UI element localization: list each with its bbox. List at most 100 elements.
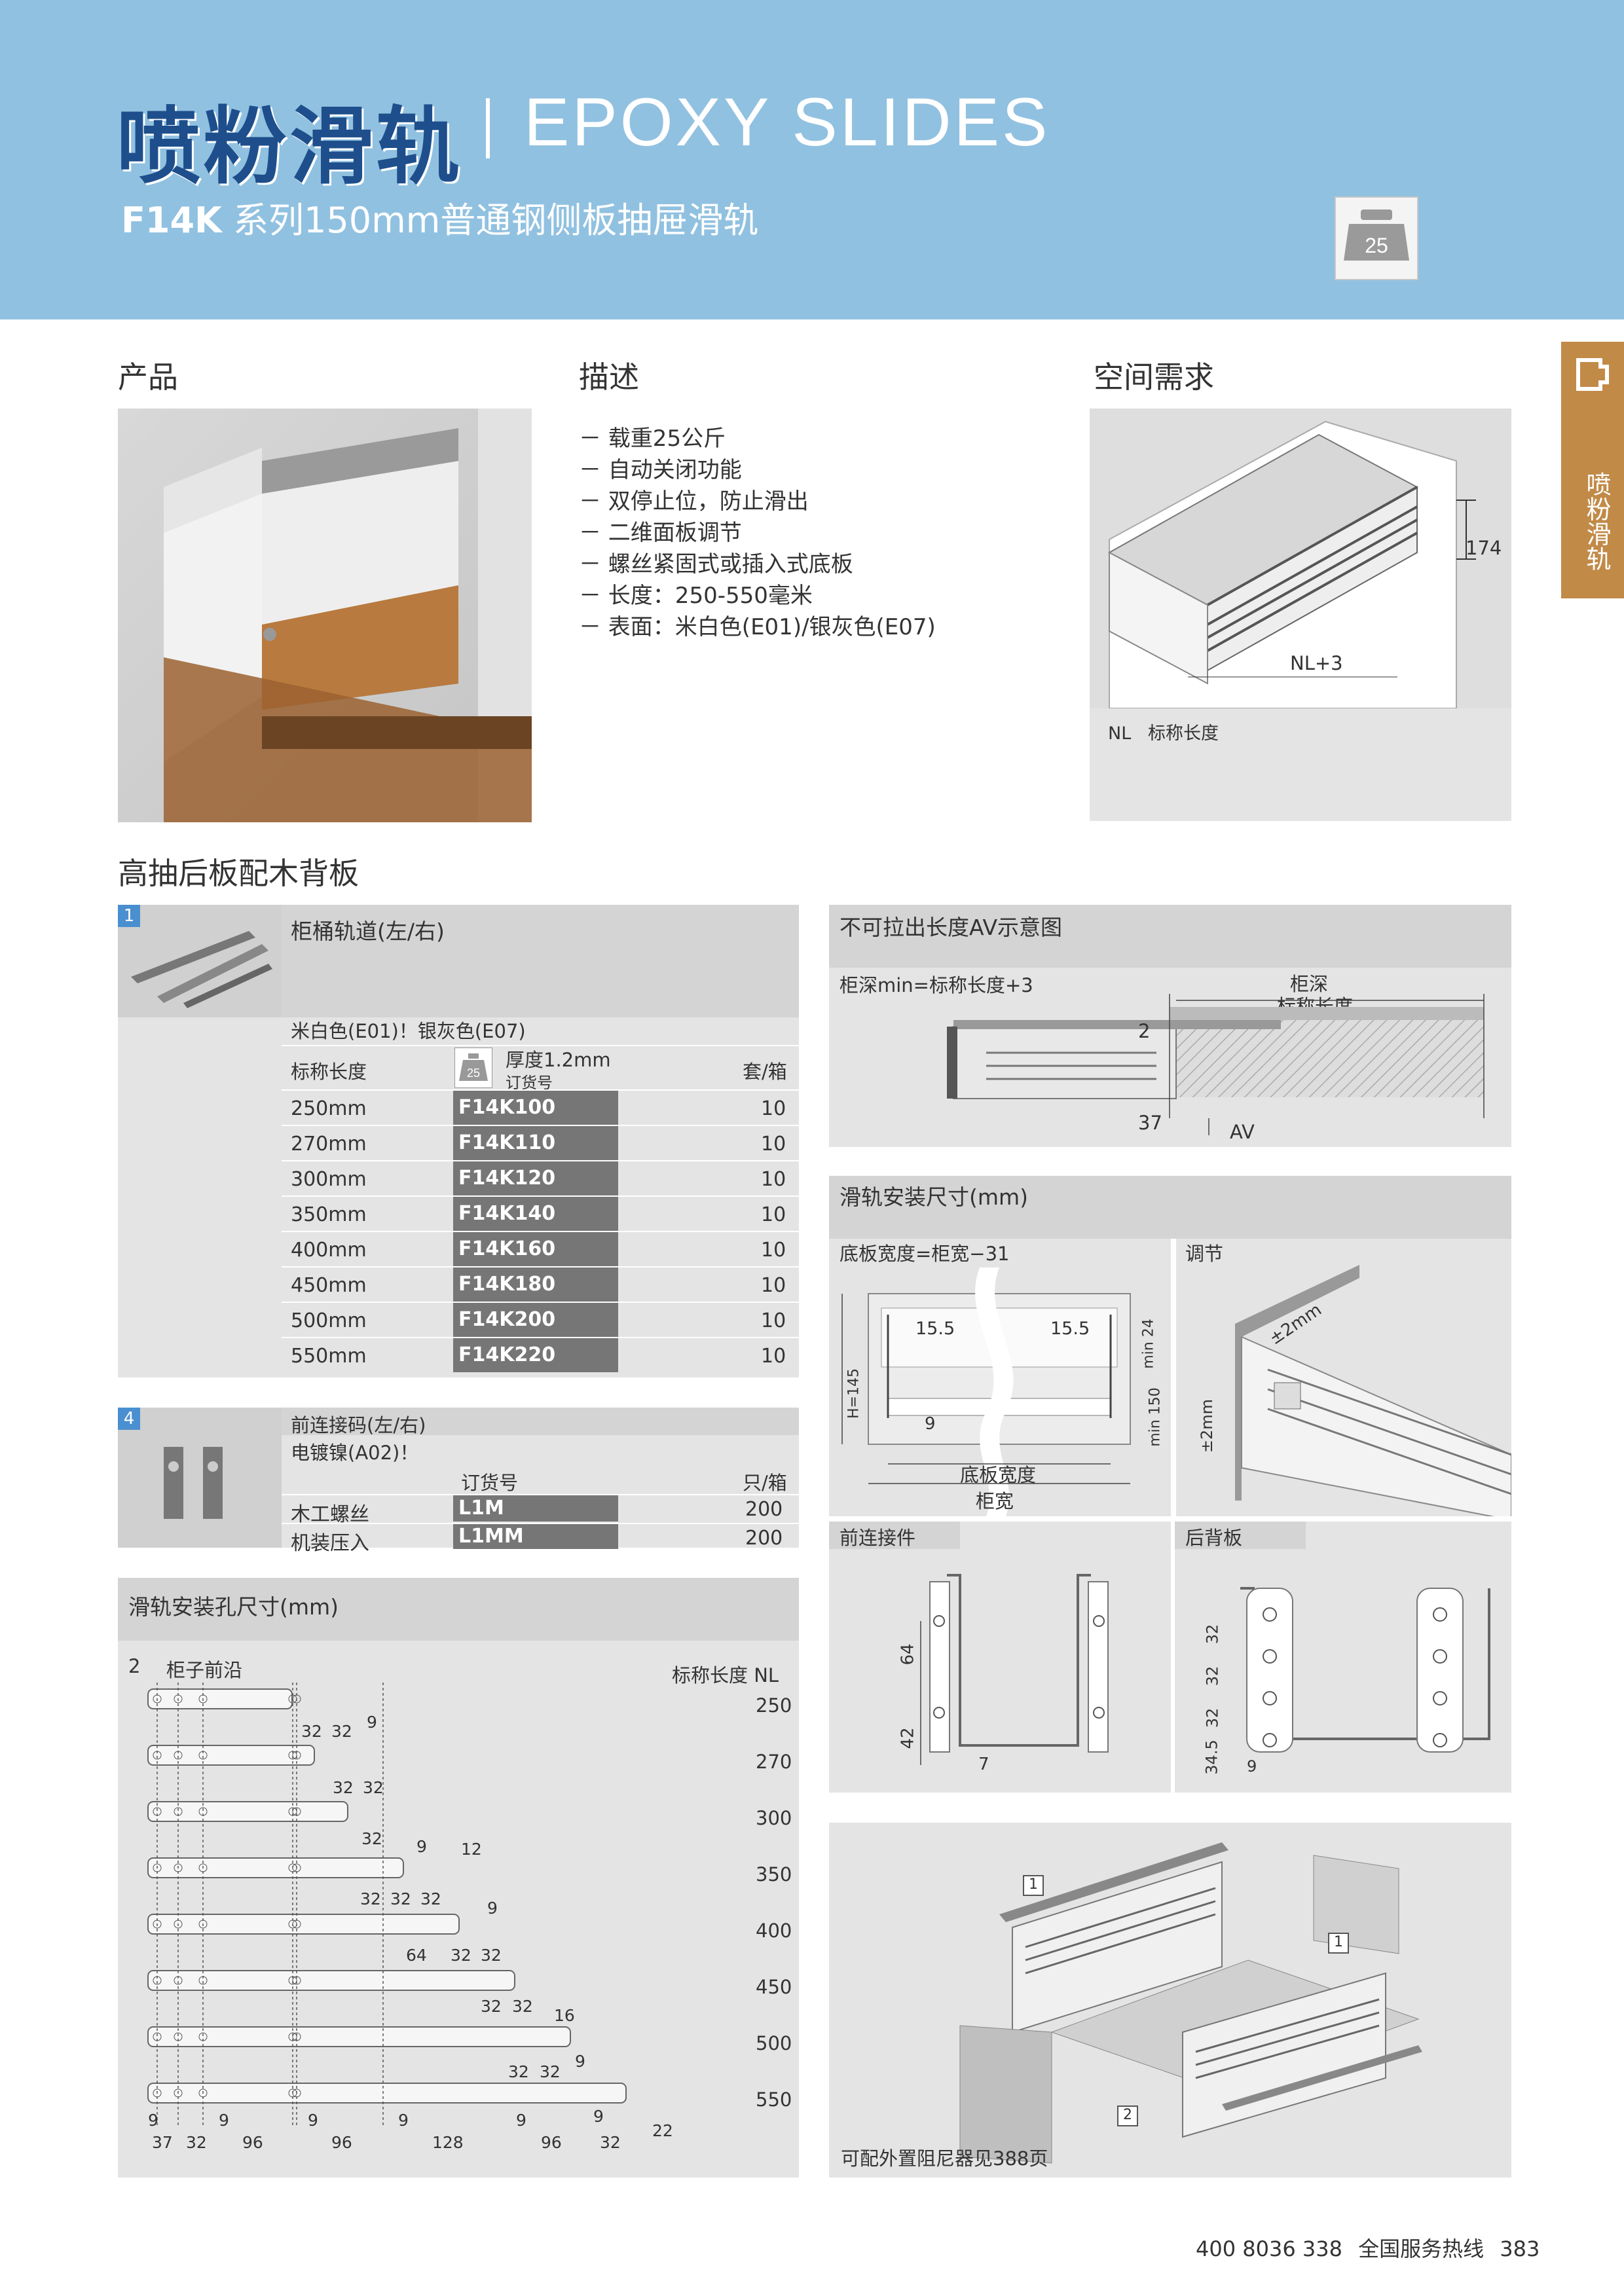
title-cn: 喷粉滑轨 — [117, 98, 463, 196]
rail-dim: 22 — [652, 2121, 673, 2140]
front-connector-panel: 前连接件 64 42 7 — [829, 1522, 1171, 1793]
dim-min150: min 150 — [1147, 1387, 1164, 1447]
adjust-pm2-side: ±2mm — [1198, 1398, 1217, 1453]
rail-dim: 64 — [406, 1946, 427, 1965]
bottom-dim: 32 — [186, 2133, 207, 2152]
rail-dim: 9 — [516, 2111, 526, 2130]
nl-header: 标称长度 NL — [672, 1664, 779, 1686]
rail-dim: 9 — [416, 1837, 427, 1856]
bottom-dim: 32 — [600, 2133, 621, 2152]
series-code: F14K — [121, 200, 222, 241]
space-diagram: 174 NL+3 NL 标称长度 — [1090, 409, 1511, 821]
rail-dim: 9 — [487, 1899, 498, 1918]
rail-dim: 32 — [331, 1722, 352, 1741]
side-tab[interactable] — [1561, 342, 1624, 598]
footer-hotline: 全国服务热线 — [1358, 2236, 1485, 2261]
rail-dim: 9 — [575, 2052, 585, 2071]
bottom-formula: 底板宽度=柜宽−31 — [840, 1243, 1010, 1265]
title-divider — [486, 98, 490, 158]
rail-dim: 9 — [367, 1713, 377, 1732]
rail-dim: 32 — [481, 1946, 502, 1965]
col-qty: 套/箱 — [743, 1061, 787, 1083]
bottom-dim: 96 — [242, 2133, 263, 2152]
description-item: － 二维面板调节 — [579, 520, 742, 546]
av-diagram: 不可拉出长度AV示意图 柜深min=标称长度+3 柜深 标称长度 2 37 AV — [829, 905, 1511, 1147]
table-index: 4 — [118, 1408, 140, 1430]
description-item: － 螺丝紧固式或插入式底板 — [579, 551, 853, 577]
rail — [147, 1857, 404, 1878]
col-qty: 只/箱 — [743, 1472, 787, 1494]
av-d2: 2 — [1138, 1020, 1151, 1042]
description-item: － 载重25公斤 — [579, 426, 726, 452]
finish-note: 电镀镍(A02)！ — [291, 1442, 419, 1464]
bottom-dim: 128 — [432, 2133, 464, 2152]
rail-dim: 32 — [420, 1889, 441, 1908]
dim-15-5-left: 15.5 — [915, 1319, 955, 1339]
rail-dim: 32 — [512, 1997, 533, 2016]
table-title: 柜桶轨道(左/右) — [291, 919, 445, 944]
exploded-note: 可配外置阻尼器见388页 — [841, 2147, 1048, 2170]
fc-dim-7: 7 — [978, 1755, 989, 1774]
space-caption: NL 标称长度 — [1108, 723, 1219, 744]
description-item: － 双停止位，防止滑出 — [579, 488, 809, 515]
install-title: 滑轨安装尺寸(mm) — [840, 1184, 1029, 1210]
load-small-icon: 25 — [454, 1048, 492, 1088]
rail — [147, 1688, 293, 1709]
bp-dim-9: 9 — [1247, 1757, 1257, 1776]
rail — [147, 2083, 627, 2104]
nl-value: 350 — [756, 1863, 792, 1886]
description-item: － 自动关闭功能 — [579, 457, 742, 483]
rail — [147, 1914, 460, 1935]
av-cabinet-depth: 柜深 — [1290, 973, 1329, 995]
color-note: 米白色(E01)！银灰色(E07) — [291, 1020, 526, 1042]
rail-dim: 32 — [481, 1997, 502, 2016]
col-length: 标称长度 — [291, 1061, 367, 1083]
bp-dim: 34.5 — [1202, 1740, 1221, 1775]
rail — [147, 2026, 571, 2047]
dim-nl-plus3: NL+3 — [1290, 652, 1343, 674]
front-num: 2 — [128, 1655, 141, 1677]
rail — [147, 1970, 515, 1991]
rail-dim: 16 — [554, 2006, 575, 2025]
bottom-width-label: 底板宽度 — [960, 1464, 1037, 1486]
load-weight-icon: 25 — [1335, 196, 1418, 280]
rail-dim: 9 — [308, 2111, 318, 2130]
table-index: 1 — [118, 905, 140, 927]
av-formula: 柜深min=标称长度+3 — [840, 974, 1033, 996]
av-d37: 37 — [1138, 1112, 1162, 1134]
rail-dim: 32 — [360, 1889, 381, 1908]
footer-phone: 400 8036 338 — [1196, 2236, 1342, 2261]
side-tab-label: 喷粉滑轨 — [1582, 471, 1611, 571]
subtitle: F14K 系列150mm普通钢侧板抽屉滑轨 — [121, 191, 758, 243]
back-panel-title: 后背板 — [1185, 1527, 1243, 1549]
bottom-dim: 37 — [152, 2133, 173, 2152]
rail-dim: 32 — [301, 1722, 322, 1741]
nl-value: 450 — [756, 1976, 792, 1998]
callout: 1 — [1328, 1933, 1349, 1954]
adjust-label: 调节 — [1185, 1243, 1224, 1265]
description-item: － 表面：米白色(E01)/银灰色(E07) — [579, 614, 936, 640]
rail-dim: 9 — [219, 2111, 229, 2130]
col-order: 订货号 — [506, 1074, 553, 1092]
av-label: AV — [1230, 1121, 1255, 1143]
rail — [147, 1801, 348, 1822]
nl-value: 270 — [756, 1751, 792, 1773]
nl-value: 400 — [756, 1920, 792, 1942]
rail — [147, 1745, 315, 1766]
rail-dim: 32 — [390, 1889, 411, 1908]
nl-value: 500 — [756, 2032, 792, 2054]
bottom-dim: 96 — [331, 2133, 352, 2152]
holes-svg — [147, 1683, 627, 2128]
bp-dim: 32 — [1203, 1707, 1222, 1728]
nl-value: 250 — [756, 1694, 792, 1717]
holes-diagram: 滑轨安装孔尺寸(mm) 2 柜子前沿 标称长度 NL 250 270 300 3… — [118, 1578, 799, 2178]
back-panel-panel: 后背板 32 32 32 34.5 9 — [1175, 1522, 1511, 1793]
holes-title: 滑轨安装孔尺寸(mm) — [128, 1594, 339, 1620]
